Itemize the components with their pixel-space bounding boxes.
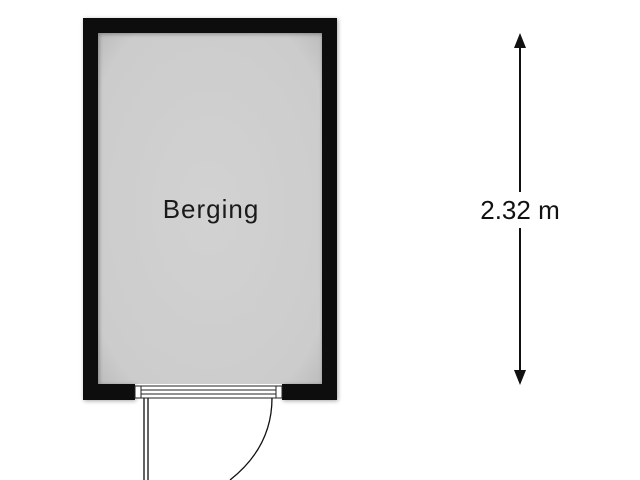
room-walls bbox=[83, 18, 337, 400]
double-arrow-icon bbox=[514, 33, 526, 385]
dimension-label: 2.32 m bbox=[480, 195, 560, 225]
room-floor bbox=[98, 33, 322, 384]
door-swing-icon bbox=[143, 397, 273, 480]
room-label: Berging bbox=[163, 194, 260, 224]
door-threshold bbox=[134, 385, 283, 399]
